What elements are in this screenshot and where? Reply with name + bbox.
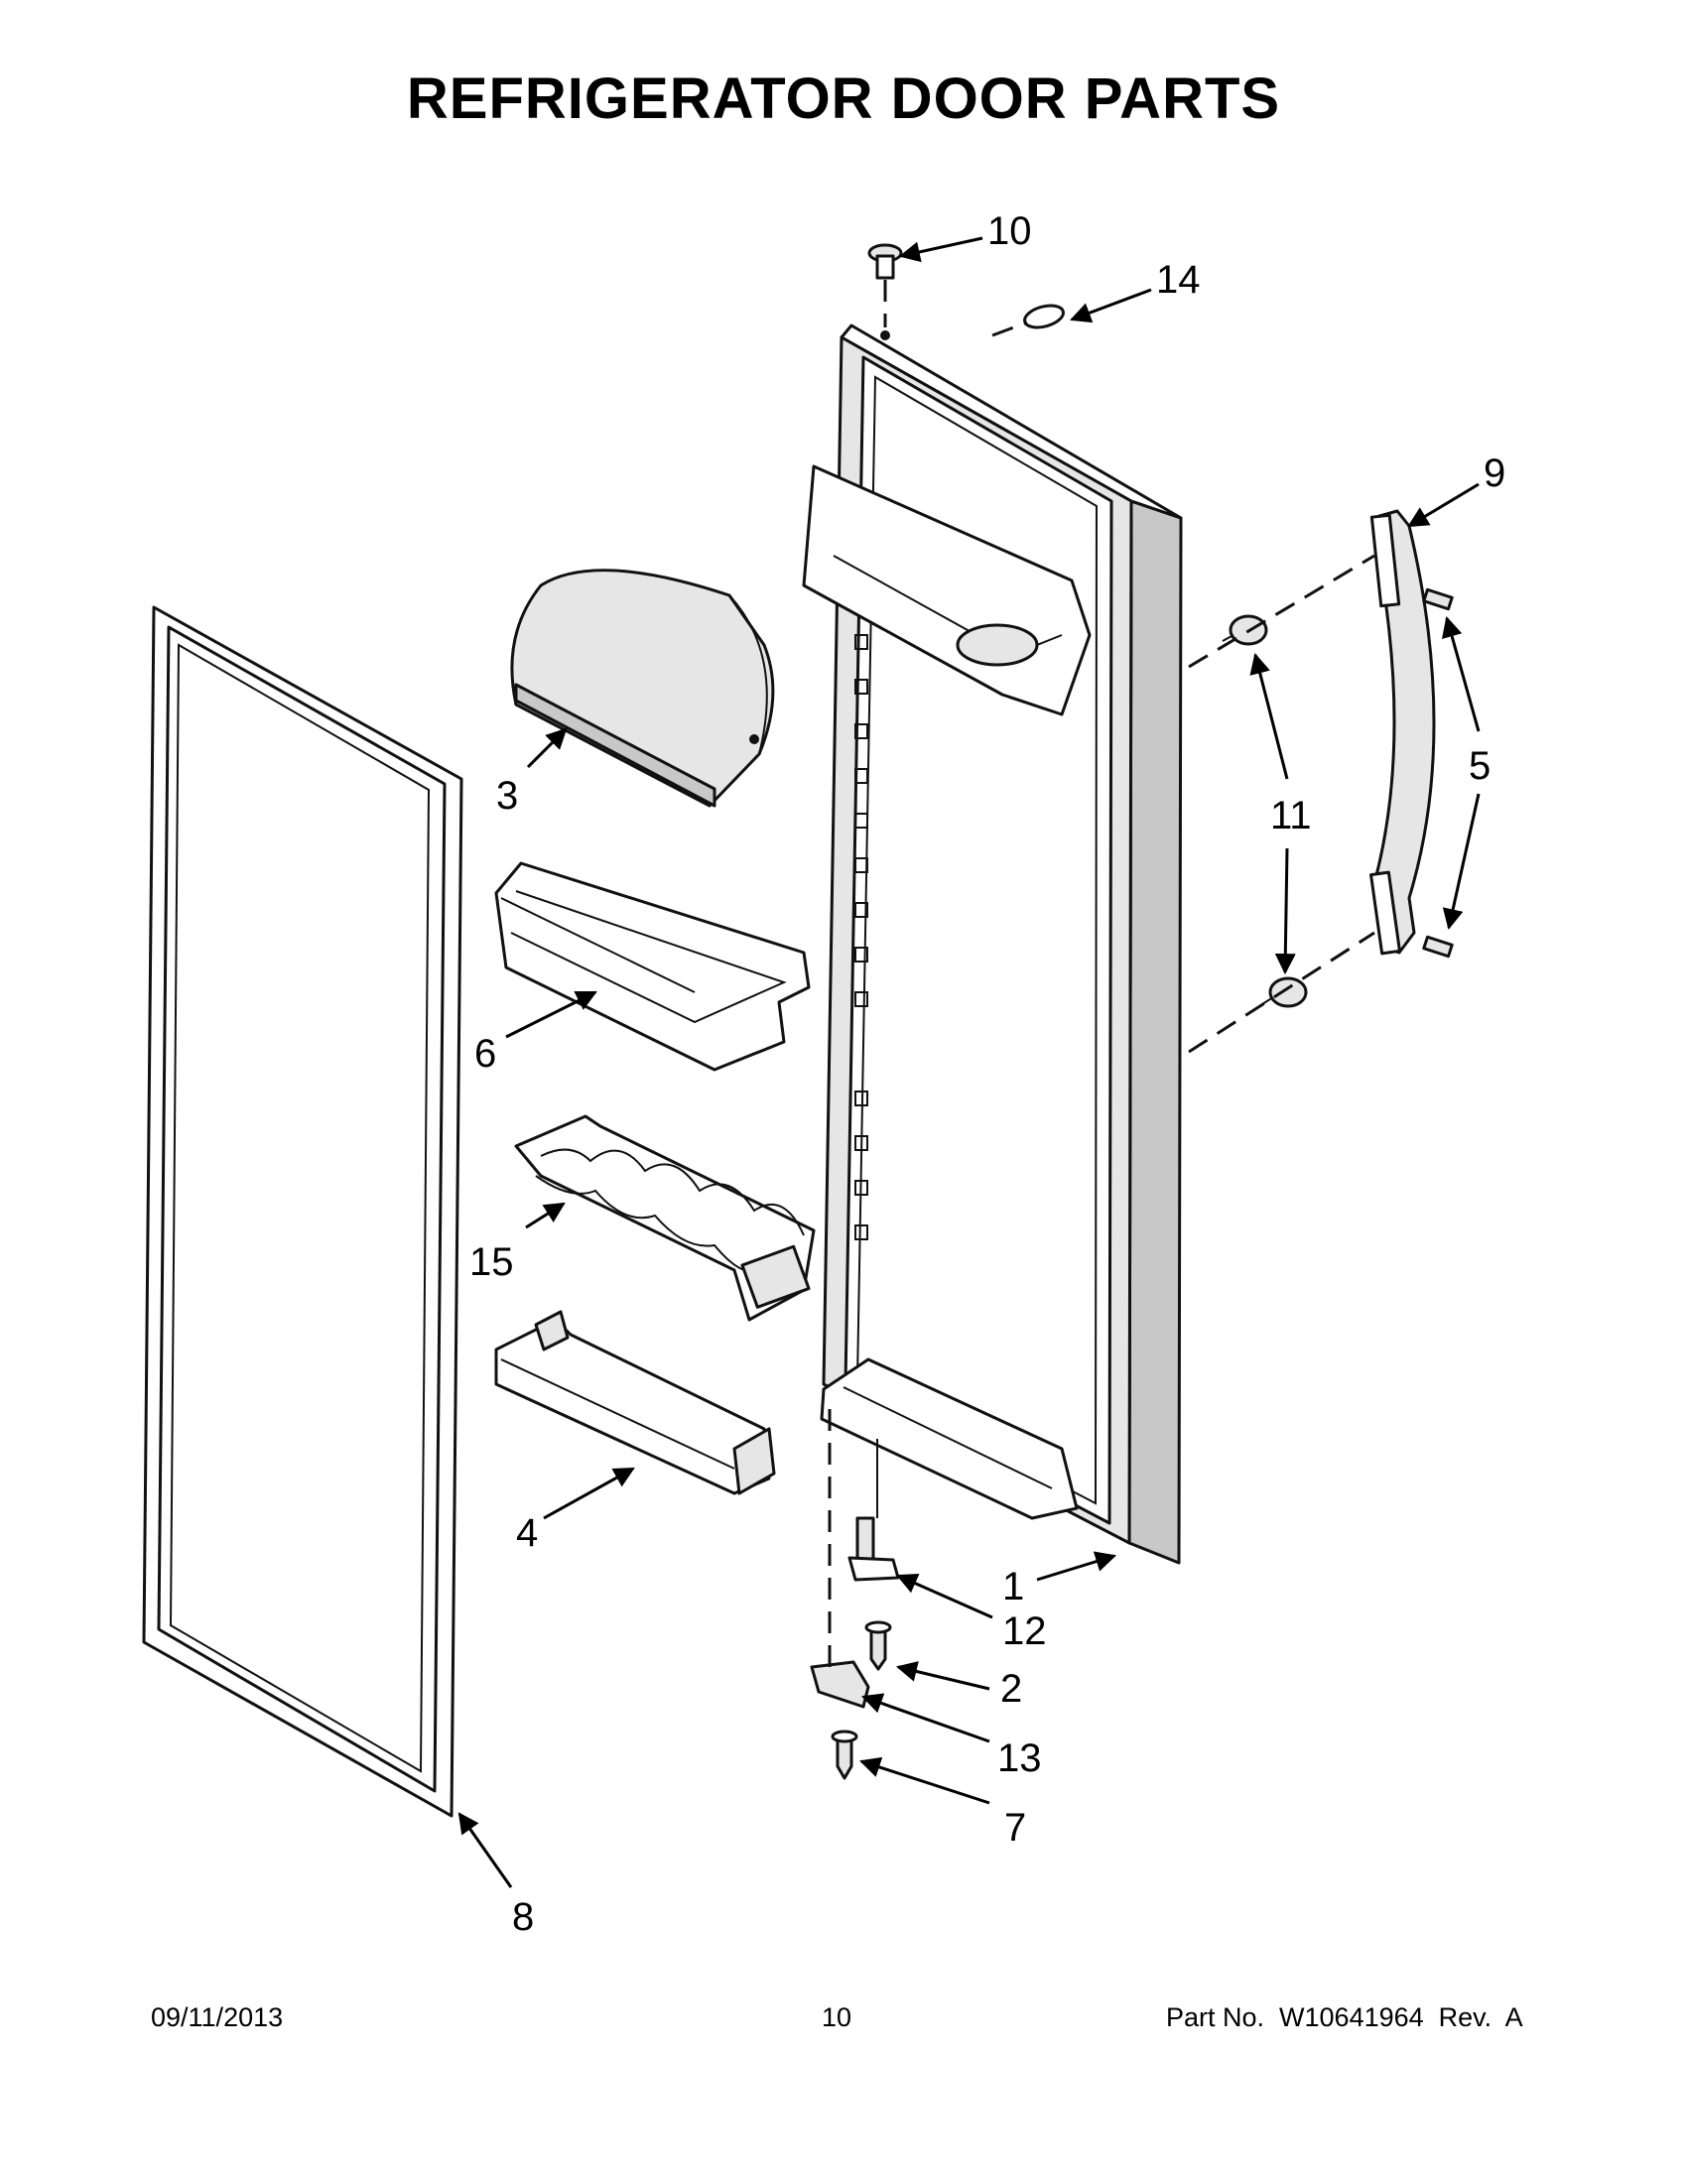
door-gasket-part	[142, 605, 463, 1818]
callout-11: 11	[1270, 794, 1312, 837]
callout-5: 5	[1469, 744, 1491, 788]
bracket-screw-part	[831, 1730, 858, 1780]
callout-13: 13	[997, 1736, 1042, 1780]
page-title: REFRIGERATOR DOOR PARTS	[406, 66, 1281, 131]
hinge-pin-part	[847, 1439, 900, 1582]
callout-12: 12	[1002, 1609, 1047, 1653]
door-handle-part	[1369, 509, 1436, 956]
callout-14: 14	[1156, 258, 1201, 302]
footer-part-number: Part No. W10641964 Rev. A	[1166, 2002, 1523, 2032]
callout-10: 10	[987, 209, 1032, 253]
o-ring-part	[1023, 304, 1065, 329]
callout-7: 7	[1004, 1806, 1026, 1850]
hinge-screw-part	[864, 1620, 892, 1671]
callout-6: 6	[474, 1032, 496, 1076]
set-screw-part	[1422, 587, 1454, 959]
callout-15: 15	[469, 1240, 514, 1284]
callout-8: 8	[512, 1895, 534, 1939]
top-plug-part	[867, 243, 903, 327]
callout-3: 3	[496, 774, 518, 818]
callout-9: 9	[1484, 451, 1505, 495]
callout-2: 2	[1000, 1667, 1022, 1711]
bottom-door-bin-part	[494, 1310, 776, 1495]
door-bin-part	[494, 861, 811, 1072]
callout-4: 4	[516, 1511, 538, 1555]
shelf-clip-column	[854, 634, 868, 1240]
dairy-door-part	[510, 569, 775, 808]
footer-date: 09/11/2013	[151, 2002, 284, 2032]
footer-page-number: 10	[822, 2002, 852, 2032]
refrigerator-door-part	[802, 323, 1183, 1565]
bottle-rack-part	[514, 1114, 816, 1322]
callout-1: 1	[1002, 1565, 1024, 1608]
